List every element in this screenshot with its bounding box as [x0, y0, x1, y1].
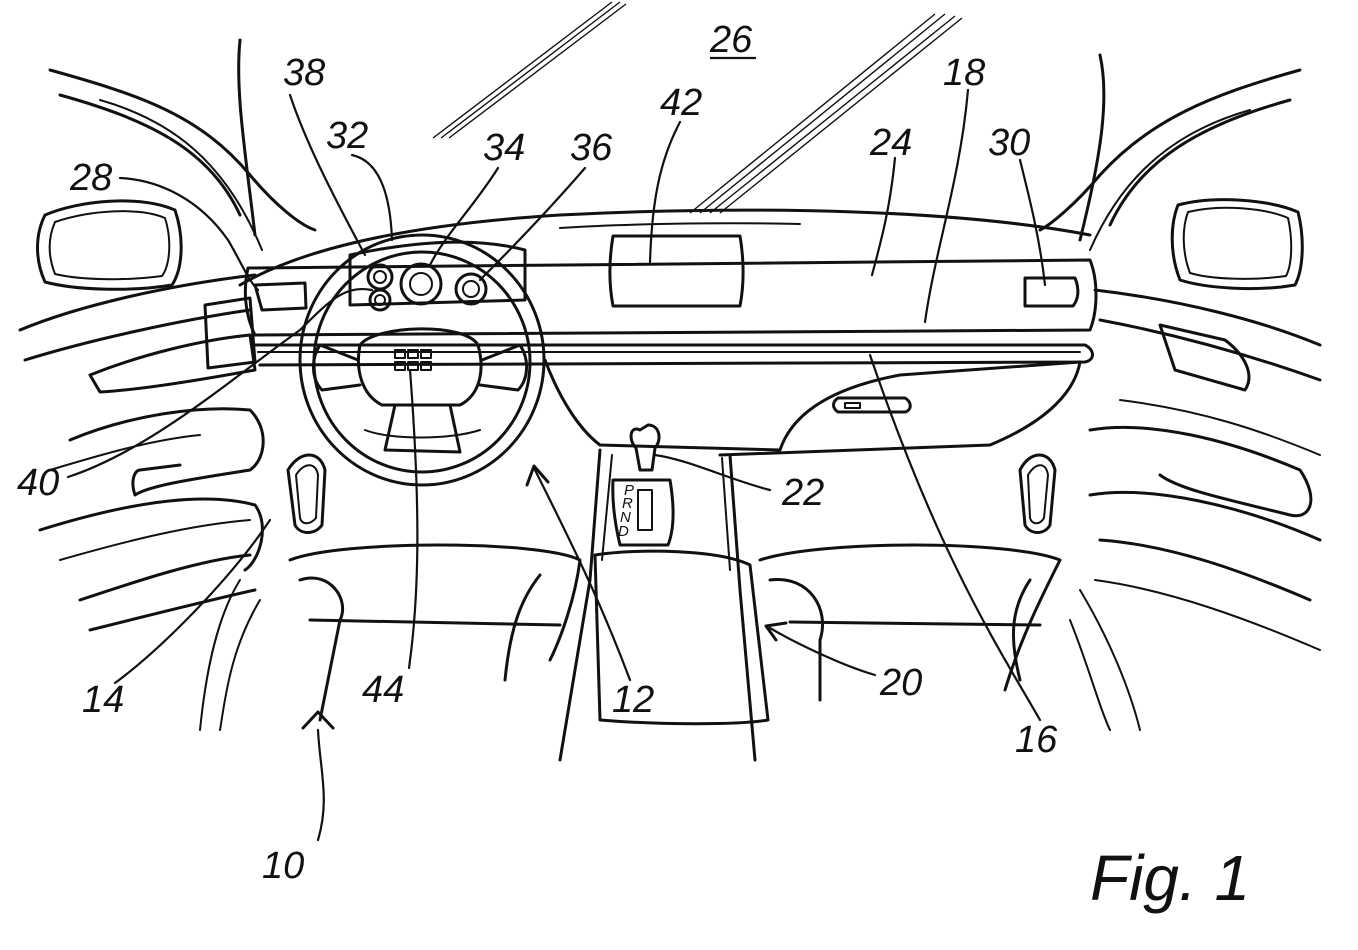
- center-console: P R N D: [558, 423, 770, 762]
- ref-16: 16: [1015, 719, 1058, 761]
- a-pillars: [48, 38, 1302, 251]
- prnd-indicator: P R N D: [618, 482, 634, 540]
- ref-14: 14: [82, 679, 124, 721]
- shifter-d: D: [618, 523, 629, 540]
- right-door-panel: [1088, 288, 1322, 651]
- ref-28: 28: [69, 157, 112, 199]
- control-buttons: [394, 349, 432, 371]
- ref-40: 40: [17, 462, 59, 504]
- figure-label: Fig. 1: [1090, 842, 1250, 914]
- ref-22: 22: [781, 472, 824, 514]
- floor-vents: [286, 453, 1057, 534]
- ref-34: 34: [483, 127, 525, 169]
- shifter-n: N: [620, 509, 631, 526]
- ref-42: 42: [660, 82, 702, 124]
- driver-seat: [199, 543, 582, 731]
- ref-26: 26: [709, 19, 753, 61]
- passenger-seat: [758, 543, 1141, 731]
- leader-lines: [66, 88, 1047, 842]
- reference-numerals: 26 38 42 18 32 34 36 24 30 28 40 22 14 4…: [17, 19, 1058, 887]
- ref-38: 38: [283, 52, 325, 94]
- ref-12: 12: [612, 679, 654, 721]
- ref-44: 44: [362, 669, 404, 711]
- shifter-r: R: [622, 495, 633, 512]
- ref-20: 20: [879, 662, 922, 704]
- ref-18: 18: [943, 52, 985, 94]
- ref-36: 36: [570, 127, 613, 169]
- windshield-hatching: [432, 1, 963, 214]
- steering-wheel: [298, 233, 546, 487]
- left-side-mirror: [36, 199, 183, 291]
- left-door-panel: [18, 273, 265, 632]
- ref-24: 24: [869, 122, 912, 164]
- ref-10: 10: [262, 845, 304, 887]
- ref-30: 30: [988, 122, 1030, 164]
- right-side-mirror: [1170, 198, 1304, 291]
- ref-32: 32: [326, 115, 368, 157]
- shifter-p: P: [624, 482, 634, 499]
